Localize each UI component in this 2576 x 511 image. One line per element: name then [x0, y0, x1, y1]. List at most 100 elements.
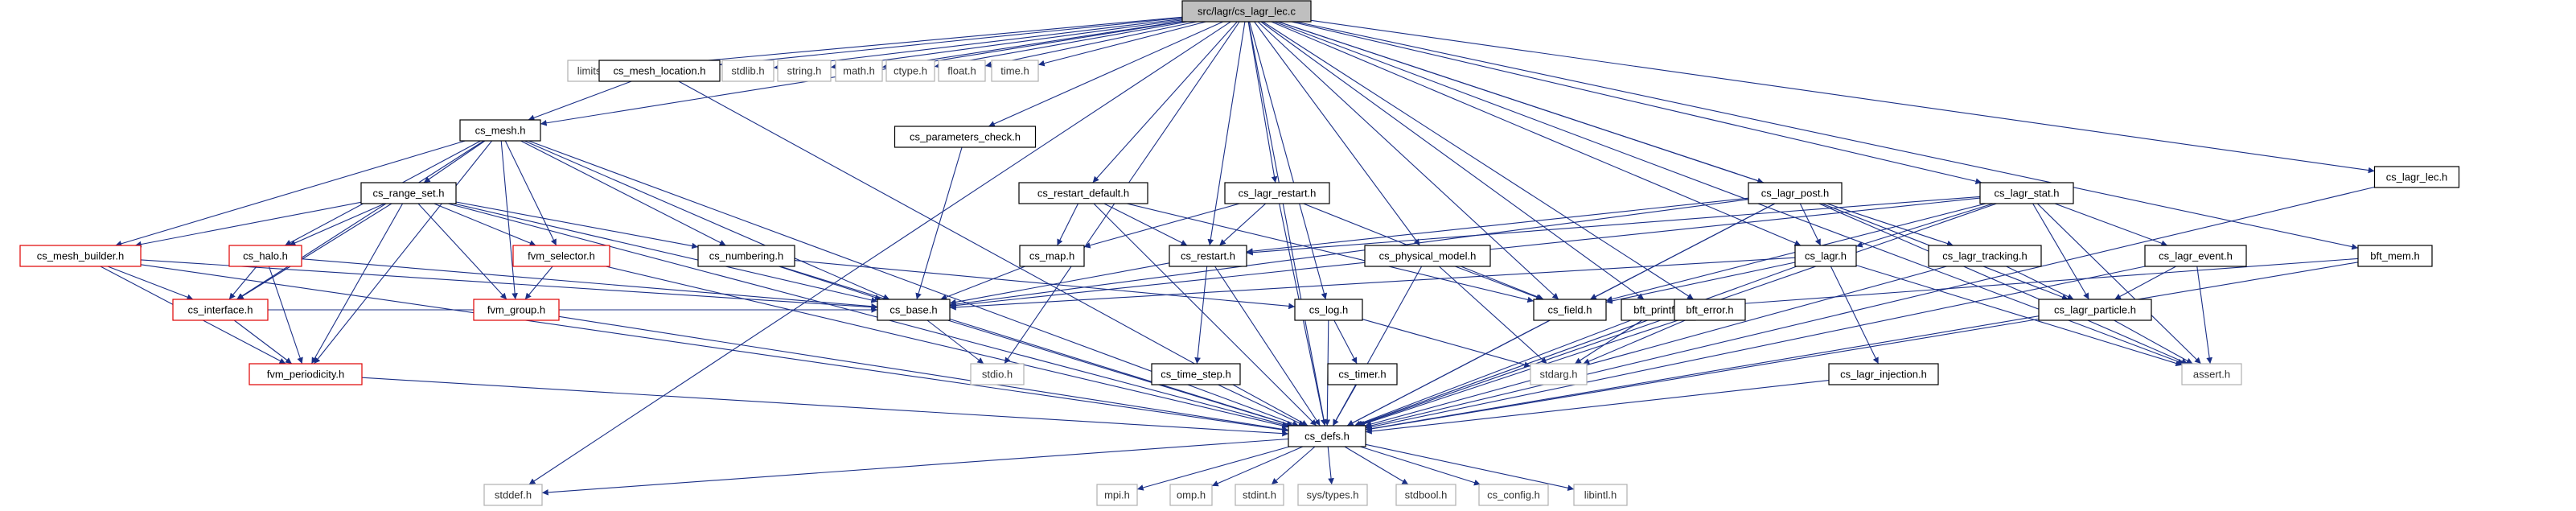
node-lagr_lec[interactable]: cs_lagr_lec.h [2373, 166, 2460, 188]
edge-restart-to-base [949, 262, 1170, 306]
node-label-lagr_injection: cs_lagr_injection.h [1840, 369, 1927, 381]
node-box-fvm_selector [512, 245, 610, 267]
node-box-field [1533, 299, 1607, 321]
edge-root-to-time [1037, 21, 1206, 67]
node-box-libintl [1573, 484, 1628, 506]
node-label-defs: cs_defs.h [1304, 431, 1350, 443]
node-box-lagr_particle [2038, 299, 2152, 321]
node-bft_error[interactable]: bft_error.h [1674, 299, 1746, 321]
edge-root-to-field [1257, 21, 1559, 300]
node-box-bft_mem [2357, 245, 2433, 267]
edge-root-to-param_check [988, 21, 1224, 127]
node-box-timer [1327, 363, 1398, 385]
node-time_step[interactable]: cs_time_step.h [1151, 363, 1241, 385]
node-lagr_post[interactable]: cs_lagr_post.h [1748, 182, 1843, 204]
edge-log-to-timer [1333, 319, 1358, 365]
node-map[interactable]: cs_map.h [1019, 245, 1085, 267]
node-box-base [877, 299, 951, 321]
node-mesh[interactable]: cs_mesh.h [459, 119, 541, 142]
node-param_check[interactable]: cs_parameters_check.h [894, 126, 1037, 148]
node-lagr_event[interactable]: cs_lagr_event.h [2144, 245, 2247, 267]
node-mesh_location[interactable]: cs_mesh_location.h [598, 60, 721, 82]
edge-lagr_stat-to-lagr [1855, 203, 1994, 248]
edge-defs-to-stdbool [1344, 446, 1409, 485]
node-log[interactable]: cs_log.h [1294, 299, 1363, 321]
edge-bft_error-to-defs [1358, 319, 1678, 427]
node-timer[interactable]: cs_timer.h [1327, 363, 1398, 385]
edge-root-to-physical_model [1254, 21, 1420, 246]
edge-lagr_particle-to-assert [2114, 319, 2193, 365]
node-label-numbering: cs_numbering.h [709, 250, 784, 262]
edge-restart-to-time_step [1194, 266, 1208, 365]
edge-range_set-to-halo [289, 203, 385, 246]
edge-lagr_stat-to-lagr_particle [2032, 203, 2089, 300]
node-lagr_restart[interactable]: cs_lagr_restart.h [1224, 182, 1330, 204]
node-mesh_builder[interactable]: cs_mesh_builder.h [19, 245, 142, 267]
node-numbering[interactable]: cs_numbering.h [697, 245, 795, 267]
node-box-lagr_event [2144, 245, 2247, 267]
edge-timer-to-defs [1332, 384, 1358, 427]
node-halo[interactable]: cs_halo.h [228, 245, 302, 267]
node-root[interactable]: src/lagr/cs_lagr_lec.c [1181, 0, 1312, 23]
edge-param_check-to-base [915, 146, 963, 300]
node-label-bft_printf: bft_printf.h [1633, 304, 1682, 316]
node-box-param_check [894, 126, 1037, 148]
node-box-stdarg [1530, 363, 1588, 385]
edge-mesh-to-mesh_builder [115, 140, 466, 247]
node-fvm_selector[interactable]: fvm_selector.h [512, 245, 610, 267]
node-config: cs_config.h [1478, 484, 1549, 506]
node-box-mesh_builder [19, 245, 142, 267]
node-box-fvm_group [473, 299, 560, 321]
node-label-config: cs_config.h [1487, 489, 1540, 501]
edge-mesh-to-interface [236, 140, 484, 300]
node-string: string.h [777, 60, 832, 82]
node-physical_model[interactable]: cs_physical_model.h [1364, 245, 1491, 267]
node-bft_mem[interactable]: bft_mem.h [2357, 245, 2433, 267]
edge-root-to-lagr_restart [1247, 21, 1278, 183]
node-assert: assert.h [2181, 363, 2242, 385]
node-label-physical_model: cs_physical_model.h [1379, 250, 1477, 262]
edge-bft_error-to-stdarg [1583, 319, 1686, 365]
node-fvm_periodicity[interactable]: fvm_periodicity.h [249, 363, 363, 385]
node-label-param_check: cs_parameters_check.h [910, 131, 1021, 143]
node-lagr[interactable]: cs_lagr.h [1794, 245, 1857, 267]
edge-root-to-float [984, 21, 1197, 68]
node-label-fvm_periodicity: fvm_periodicity.h [267, 369, 345, 381]
node-base[interactable]: cs_base.h [877, 299, 951, 321]
node-libintl: libintl.h [1573, 484, 1628, 506]
edge-lagr_tracking-to-lagr_particle [2006, 266, 2074, 300]
node-label-stdbool: stdbool.h [1405, 489, 1448, 501]
node-lagr_stat[interactable]: cs_lagr_stat.h [1979, 182, 2074, 204]
node-defs[interactable]: cs_defs.h [1288, 425, 1366, 447]
node-field[interactable]: cs_field.h [1533, 299, 1607, 321]
edge-halo-to-interface [228, 266, 257, 300]
node-stdint: stdint.h [1235, 484, 1284, 506]
node-label-range_set: cs_range_set.h [373, 188, 445, 200]
node-lagr_tracking[interactable]: cs_lagr_tracking.h [1928, 245, 2042, 267]
dependency-edges [100, 16, 2375, 496]
node-label-fvm_selector: fvm_selector.h [528, 250, 595, 262]
node-interface[interactable]: cs_interface.h [172, 299, 269, 321]
node-label-assert: assert.h [2193, 369, 2230, 381]
edge-mesh-to-fvm_group [500, 140, 518, 300]
node-box-map [1019, 245, 1085, 267]
edge-root-to-log [1249, 21, 1328, 300]
node-range_set[interactable]: cs_range_set.h [360, 182, 457, 204]
node-restart_default[interactable]: cs_restart_default.h [1018, 182, 1148, 204]
node-label-interface: cs_interface.h [188, 304, 253, 316]
edge-range_set-to-base [454, 203, 878, 303]
node-lagr_particle[interactable]: cs_lagr_particle.h [2038, 299, 2152, 321]
edge-numbering-to-log [794, 260, 1296, 310]
node-fvm_group[interactable]: fvm_group.h [473, 299, 560, 321]
node-label-sys_types: sys/types.h [1306, 489, 1358, 501]
node-restart[interactable]: cs_restart.h [1169, 245, 1247, 267]
edge-mesh-to-numbering [520, 140, 726, 246]
node-box-sys_types [1297, 484, 1368, 506]
node-box-log [1294, 299, 1363, 321]
node-lagr_injection[interactable]: cs_lagr_injection.h [1828, 363, 1939, 385]
node-mpi: mpi.h [1096, 484, 1138, 506]
edge-defs-to-stdint [1271, 446, 1316, 485]
node-box-defs [1288, 425, 1366, 447]
edge-range_set-to-fvm_periodicity [310, 203, 404, 365]
